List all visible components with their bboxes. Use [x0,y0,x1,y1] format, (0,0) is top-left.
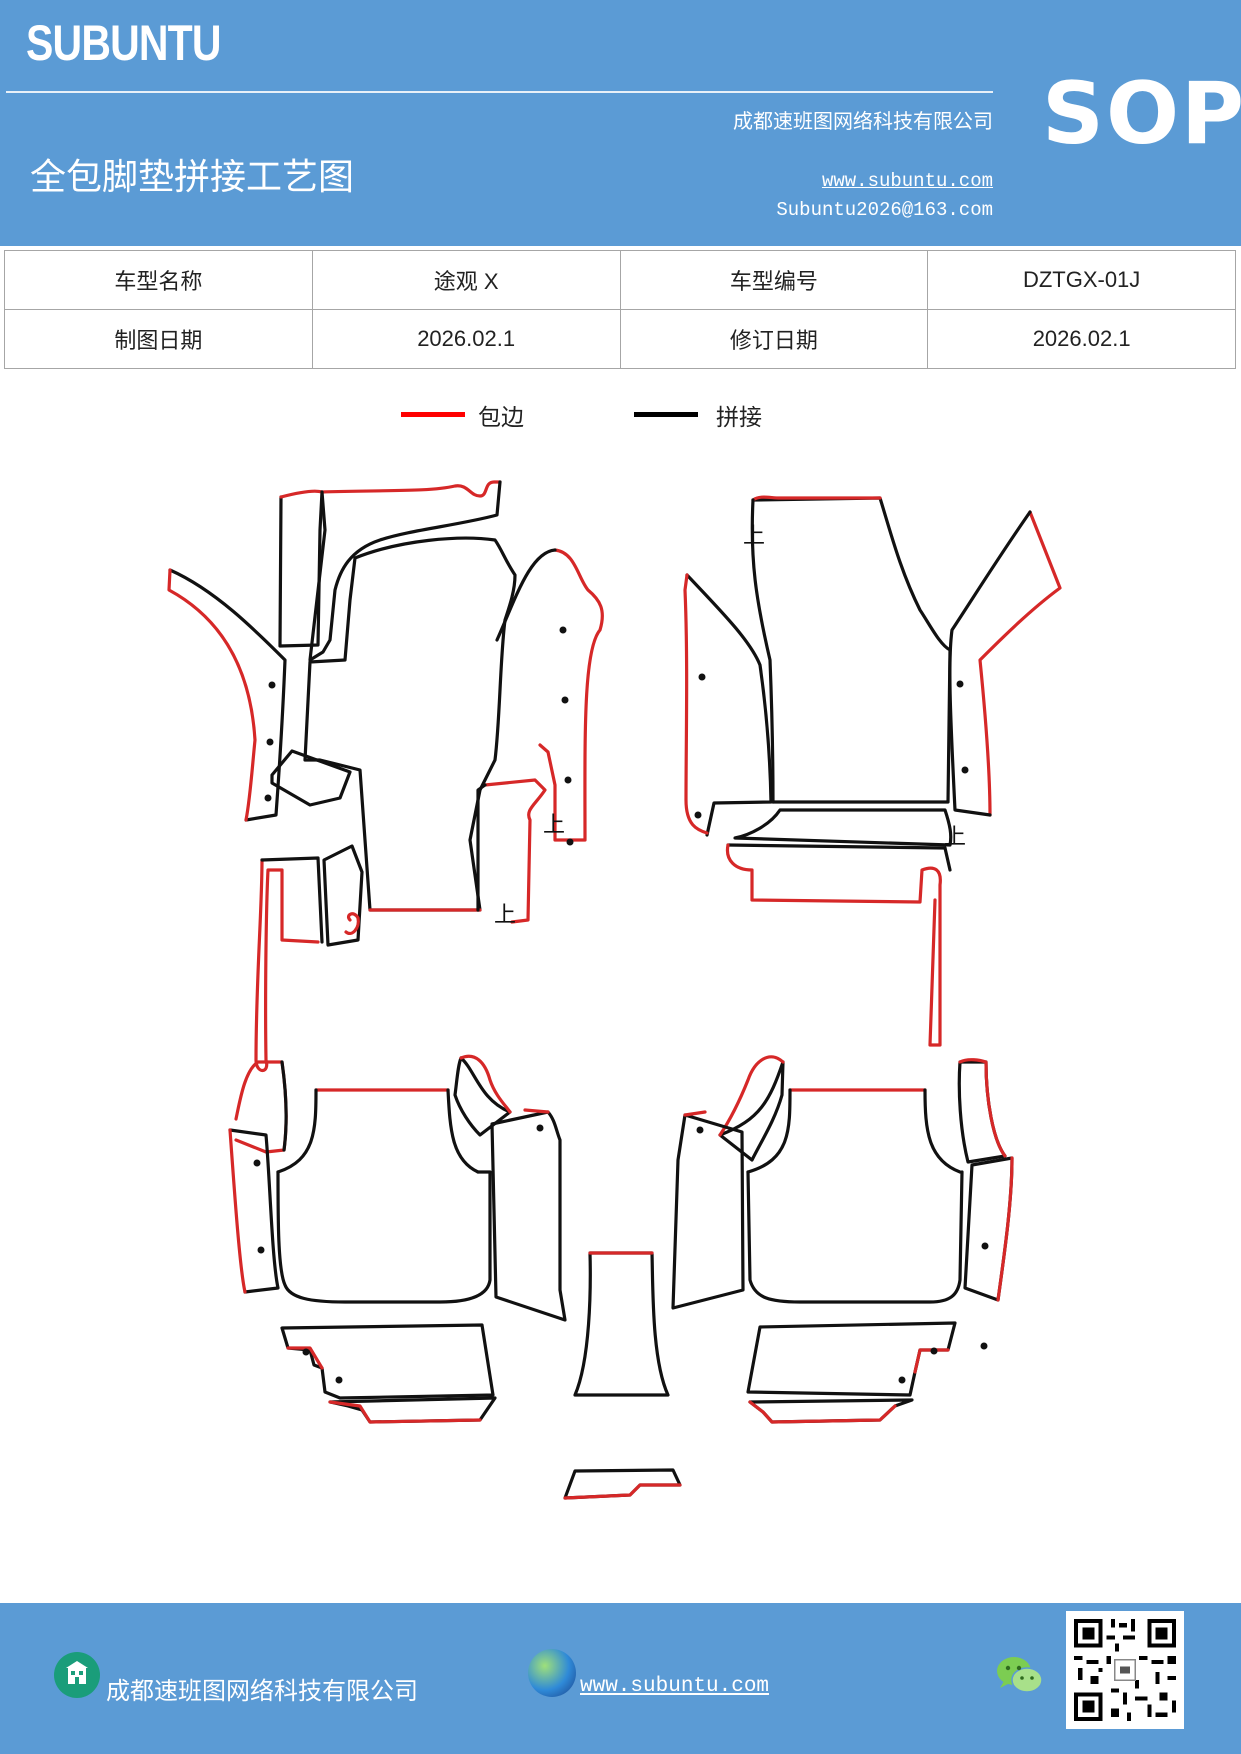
up-marker: 上 [743,524,765,549]
sop-badge: SOP [1042,64,1241,164]
front-right-mat [683,495,1062,1047]
wechat-icon [996,1655,1044,1701]
info-table: 车型名称 途观 X 车型编号 DZTGX-01J 制图日期 2026.02.1 … [4,250,1236,369]
floor-mat-diagram: 上 上 上 上 [167,480,1062,1500]
legend: 包边 拼接 [0,398,1241,438]
rear-left-mat [228,1054,567,1424]
up-marker: 上 [543,813,565,838]
table-row: 制图日期 2026.02.1 修订日期 2026.02.1 [4,309,1236,369]
draw-date-label: 制图日期 [4,309,313,369]
model-name-value: 途观 X [311,250,621,310]
revise-date-value: 2026.02.1 [927,309,1236,369]
legend-edge-label: 包边 [478,405,524,431]
rear-right-mat [671,1055,1014,1424]
building-icon [54,1652,100,1698]
page-title: 全包脚垫拼接工艺图 [30,157,355,198]
model-name-label: 车型名称 [4,250,313,310]
legend-join-swatch [634,412,698,417]
legend-edge-swatch [401,412,465,417]
globe-icon [528,1649,576,1697]
up-marker: 上 [494,903,516,928]
header-banner: SUBUNTU 成都速班图网络科技有限公司 全包脚垫拼接工艺图 www.subu… [0,0,1241,246]
header-company: 成都速班图网络科技有限公司 [733,109,993,133]
revise-date-label: 修订日期 [619,309,929,369]
header-website-link[interactable]: www.subuntu.com [821,170,993,192]
footer-website-link[interactable]: www.subuntu.com [580,1675,770,1698]
legend-join-label: 拼接 [716,405,762,431]
header-email[interactable]: Subuntu2026@163.com [776,199,993,221]
up-marker: 上 [944,825,966,850]
footer-company: 成都速班图网络科技有限公司 [106,1677,418,1705]
header-divider [6,91,993,93]
footer-banner: 成都速班图网络科技有限公司 www.subuntu.com [0,1603,1241,1754]
table-row: 车型名称 途观 X 车型编号 DZTGX-01J [4,250,1236,310]
brand-logo: SUBUNTU [26,15,222,71]
model-code-label: 车型编号 [619,250,929,310]
rear-center-mat [563,1251,682,1500]
qr-code [1066,1611,1184,1729]
front-left-mat [167,480,604,1073]
model-code-value: DZTGX-01J [927,250,1236,310]
draw-date-value: 2026.02.1 [311,309,621,369]
